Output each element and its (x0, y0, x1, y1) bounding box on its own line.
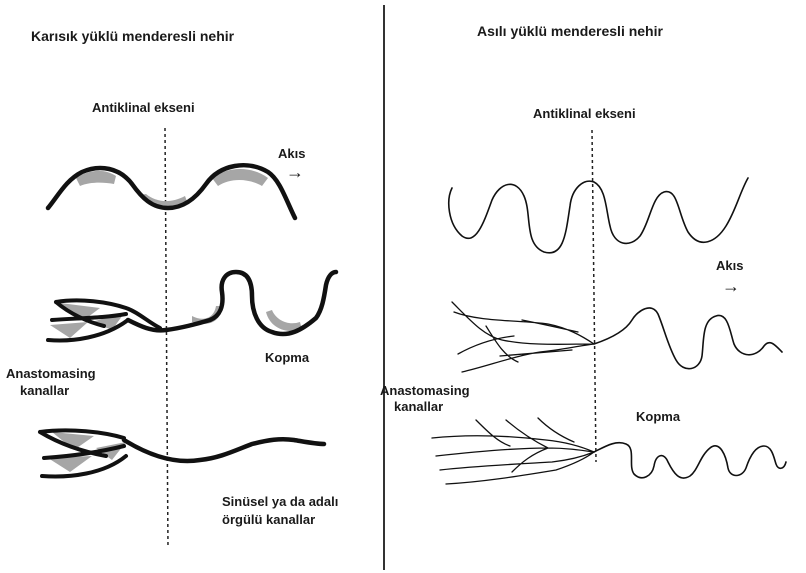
left-flow-label: Akıs (278, 146, 305, 162)
left-sinuous-channel-bottom (40, 430, 324, 476)
channel-line (128, 272, 336, 334)
left-sinuous-label-line2: örgülü kanallar (222, 512, 315, 528)
channel-line (124, 439, 324, 461)
channel-line (452, 302, 594, 372)
left-sinuous-label-line1: Sinüsel ya da adalı (222, 494, 338, 510)
right-anastomosing-channel-bottom (432, 418, 786, 484)
right-flow-label: Akıs (716, 258, 743, 274)
right-break-label: Kopma (636, 409, 680, 425)
left-anticline-axis-label: Antiklinal ekseni (92, 100, 195, 116)
left-anastomosing-channel-middle (48, 272, 336, 340)
right-anastomosing-label-line1: Anastomasing (380, 383, 470, 399)
point-bar-fill (50, 322, 88, 338)
right-anticline-axis-label: Antiklinal ekseni (533, 106, 636, 122)
left-panel-title: Karısık yüklü menderesli nehir (31, 28, 234, 44)
point-bar-fill (266, 310, 302, 331)
right-anastomosing-channel-middle (452, 302, 782, 372)
left-anastomosing-label-line2: kanallar (20, 383, 69, 399)
left-meander-channel-top (48, 165, 295, 218)
left-break-label: Kopma (265, 350, 309, 366)
channel-line (594, 443, 786, 478)
left-anastomosing-label-line1: Anastomasing (6, 366, 96, 382)
right-anastomosing-label-line2: kanallar (394, 399, 443, 415)
right-anticline-axis (592, 130, 596, 462)
left-flow-arrow-icon: → (286, 164, 304, 180)
channel-line (594, 308, 782, 369)
channel-line (432, 418, 594, 484)
right-panel-title: Asılı yüklü menderesli nehir (477, 23, 663, 39)
right-meander-channel-top (449, 178, 748, 253)
left-anticline-axis (165, 128, 168, 548)
right-flow-arrow-icon: → (722, 278, 740, 294)
